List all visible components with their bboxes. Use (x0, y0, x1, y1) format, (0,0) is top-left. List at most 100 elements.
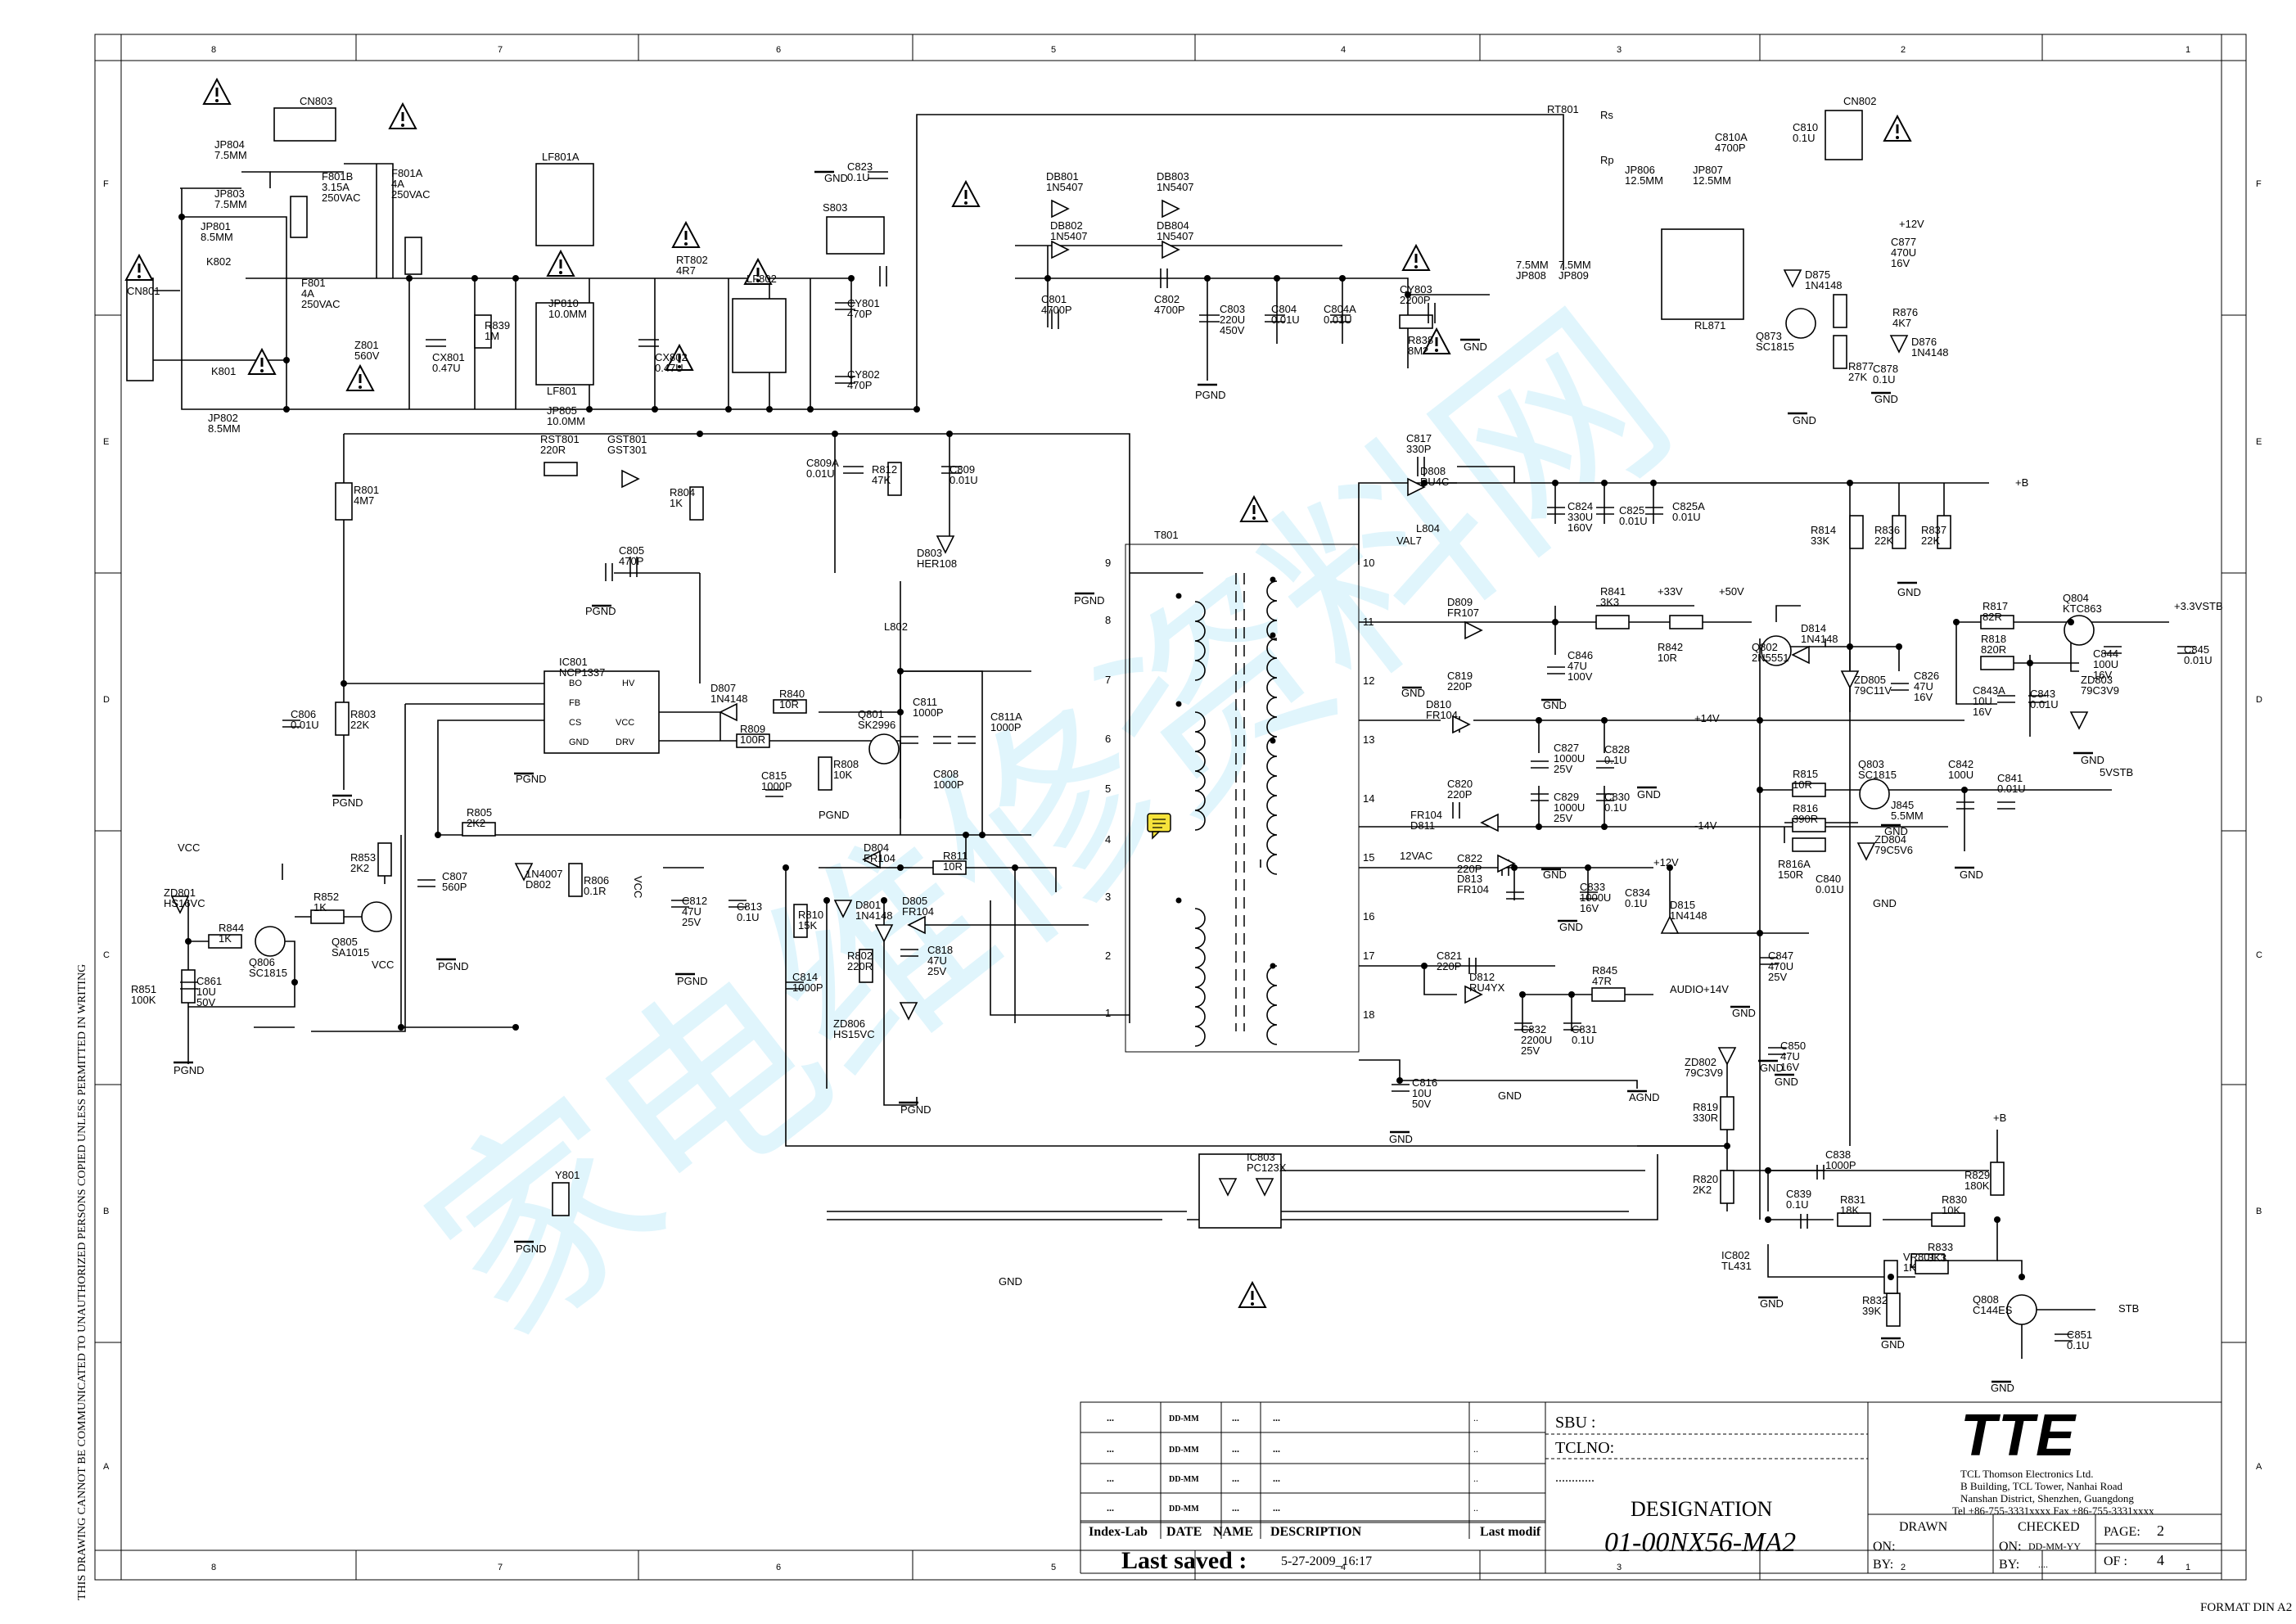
component-label: CY801 (847, 297, 880, 309)
component-label: 25V (1768, 971, 1787, 983)
component-label: R829 (1964, 1169, 1990, 1181)
t801-primary-pin: 5 (1105, 783, 1111, 795)
col-label-top: 1 (2185, 45, 2190, 55)
component-label: 10U (1412, 1087, 1432, 1099)
net-label: GND (1881, 1338, 1905, 1351)
component-label: 2K2 (1693, 1184, 1712, 1196)
component-label: VR801 (1903, 1251, 1936, 1263)
component-label: R803 (350, 708, 376, 720)
component-label: 16V (1891, 257, 1910, 269)
component-label: C804A (1324, 303, 1356, 315)
component-label: D809 (1447, 596, 1473, 608)
rev-date: DD-MM (1169, 1446, 1199, 1455)
component-label: 25V (1554, 763, 1572, 775)
component-label: DB803 (1157, 170, 1189, 183)
component-label: C846 (1568, 649, 1593, 661)
component-label: 560V (354, 350, 380, 362)
net-label: GND (1775, 1076, 1798, 1088)
component-label: 10R (1793, 778, 1812, 791)
component-label: 10U (1973, 695, 1992, 707)
row-label-right: E (2256, 437, 2262, 447)
component-label: 1N4148 (855, 909, 893, 922)
rev-name: ... (1232, 1473, 1239, 1484)
component-label: D807 (710, 682, 736, 694)
component-label: D801 (855, 899, 881, 911)
net-label: +14V (1694, 712, 1720, 724)
component-label: CX801 (432, 351, 465, 363)
net-label: PGND (516, 1243, 547, 1255)
net-label: PGND (516, 773, 547, 785)
last-saved-label: Last saved : (1121, 1547, 1247, 1574)
component-label: 16V (1580, 902, 1599, 914)
net-label: 12VAC (1400, 850, 1432, 862)
net-label: PGND (1195, 389, 1226, 401)
component-label: 560P (442, 881, 467, 893)
component-label: C828 (1604, 743, 1630, 756)
component-label: D810 (1426, 698, 1451, 710)
component-label: RST801 (540, 433, 580, 445)
ic801-pin-label: VCC (616, 718, 634, 728)
component-label: C833 (1580, 881, 1605, 893)
component-label: D804 (864, 841, 889, 854)
rev-index: ... (1107, 1412, 1114, 1423)
component-label: D803 (917, 547, 942, 559)
component-label: C809A (806, 457, 839, 469)
col-label-bottom: 2 (1901, 1563, 1906, 1572)
component-label: 8M2 (1408, 345, 1428, 357)
component-label: 220R (540, 444, 566, 456)
warning-triangle-icon (546, 249, 575, 277)
drawn-on-label: ON: (1873, 1540, 1896, 1554)
net-label: GND (1732, 1007, 1756, 1019)
col-label-bottom: 4 (1341, 1563, 1346, 1572)
rev-header: DATE (1166, 1525, 1202, 1539)
net-label: VCC (178, 841, 200, 854)
component-label: IC801 (559, 656, 588, 668)
component-label: C144ES (1973, 1304, 2013, 1316)
component-label: 220U (1220, 314, 1245, 326)
component-label: R816A (1778, 858, 1811, 870)
component-label: R830 (1942, 1193, 1967, 1206)
component-label: J845 (1891, 799, 1914, 811)
component-label: 16V (1973, 706, 1992, 718)
component-label: NCP1337 (559, 666, 605, 679)
component-label: R851 (131, 983, 156, 995)
component-label: D812 (1469, 971, 1495, 983)
component-label: 0.47U (655, 362, 683, 374)
component-label: R820 (1693, 1173, 1718, 1185)
component-label: 3K3 (1928, 1252, 1946, 1264)
component-label: 10R (779, 698, 799, 710)
component-label: 4R7 (676, 264, 696, 277)
component-label: 100K (131, 994, 156, 1006)
component-label: LF801A (542, 151, 580, 163)
checked-by-label: BY: (1999, 1558, 2019, 1572)
component-label: 16V (1914, 691, 1933, 703)
component-label: Q803 (1858, 758, 1884, 770)
drawn-label: DRAWN (1899, 1520, 1948, 1534)
component-label: C808 (933, 768, 959, 780)
component-label: 3.15A (322, 181, 350, 193)
note-icon[interactable] (1147, 813, 1171, 840)
component-label: 1N4148 (710, 692, 748, 705)
component-label: C845 (2184, 643, 2209, 656)
revision-table: ...DD-MM...........DD-MM...........DD-MM… (1080, 1402, 1545, 1539)
component-label: 470U (1768, 960, 1793, 972)
component-label: Q808 (1973, 1293, 1999, 1306)
component-label: Q806 (249, 956, 275, 968)
component-label: C825A (1672, 500, 1705, 512)
component-label: 0.01U (1997, 783, 2026, 795)
net-label-vcc-rotated: VCC (632, 876, 644, 898)
component-label: CN801 (127, 285, 160, 297)
component-label: RU4C (1420, 476, 1449, 488)
rev-index: ... (1107, 1502, 1114, 1513)
row-label-right: F (2256, 179, 2262, 189)
component-label: C821 (1437, 950, 1462, 962)
warning-triangle-icon (124, 253, 154, 281)
net-label: +B (1993, 1112, 2006, 1124)
component-label: Q805 (332, 936, 358, 948)
component-label: D808 (1420, 465, 1446, 477)
row-label-right: C (2256, 950, 2262, 960)
rev-header: DESCRIPTION (1270, 1525, 1362, 1539)
component-label: 0.01U (1672, 511, 1701, 523)
component-label: R811 (943, 850, 968, 862)
